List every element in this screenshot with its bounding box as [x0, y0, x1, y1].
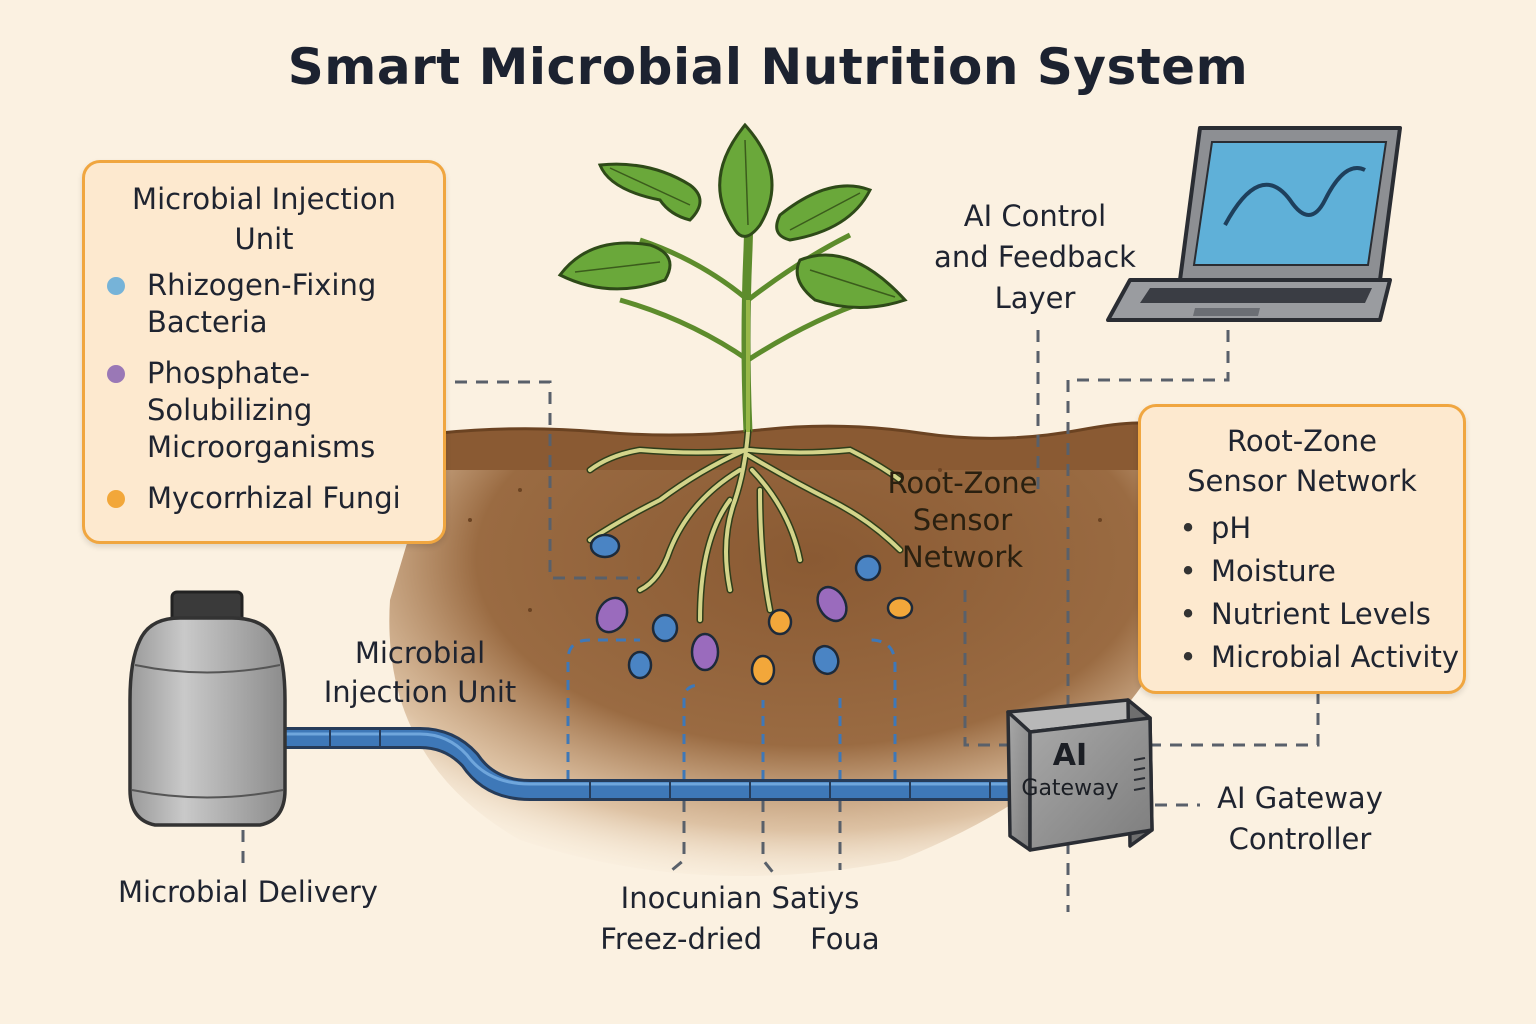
- legend-item-rhizogen: Rhizogen-Fixing Bacteria: [99, 267, 443, 341]
- sensor-item: • Moisture: [1165, 550, 1463, 593]
- ai-control-label-line1: AI Control: [963, 199, 1107, 233]
- legend-label-line: Bacteria: [147, 305, 268, 339]
- dashed-connectors: [241, 330, 1320, 912]
- inoculant-label-freeze-dried: Freez-dried: [600, 922, 763, 956]
- legend-label-line: Microorganisms: [147, 430, 376, 464]
- root-zone-label: Root-Zone Sensor Network: [870, 465, 1055, 576]
- legend-item-phosphate: Phosphate- Solubilizing Microorganisms: [99, 355, 443, 466]
- bullet-icon: •: [1179, 511, 1197, 545]
- ai-control-label-line3: Layer: [994, 281, 1076, 315]
- ai-control-label-line2: and Feedback: [934, 240, 1136, 274]
- gray-dashed-below-pipe: [671, 800, 842, 876]
- orange-dot-icon: [107, 490, 125, 508]
- inoculant-label-foua: Foua: [810, 922, 880, 956]
- root-zone-label-line3: Network: [901, 540, 1024, 574]
- soil-specks: [468, 468, 1102, 612]
- sensor-box-title: Root-Zone Sensor Network: [1141, 407, 1463, 501]
- gateway-device-text: AI Gateway: [1014, 738, 1126, 804]
- plant-icon: [557, 122, 908, 624]
- bullet-icon: •: [1179, 597, 1197, 631]
- sensor-list: • pH • Moisture • Nutrient Levels • Microbia…: [1141, 507, 1463, 679]
- injection-box-title-line1: Microbial Injection: [132, 182, 396, 216]
- injection-box-title: Microbial Injection Unit: [85, 163, 443, 259]
- legend-label-line: Solubilizing: [147, 393, 313, 427]
- sensor-network-box: Root-Zone Sensor Network • pH • Moisture •…: [1138, 404, 1466, 694]
- ai-control-label: AI Control and Feedback Layer: [915, 198, 1155, 317]
- microbial-tank-icon: [128, 590, 287, 827]
- legend-item-mycorrhizal: Mycorrhizal Fungi: [99, 480, 443, 517]
- inoculant-label-line1: Inocunian Satiys: [620, 881, 860, 915]
- sensor-box-title-line2: Sensor Network: [1187, 464, 1417, 498]
- bullet-icon: •: [1179, 640, 1197, 674]
- bullet-icon: •: [1179, 554, 1197, 588]
- blue-dot-icon: [107, 277, 125, 295]
- page-title: Smart Microbial Nutrition System: [287, 38, 1249, 96]
- blue-dashed-connectors: [566, 638, 897, 780]
- purple-dot-icon: [107, 365, 125, 383]
- ai-gateway-controller-line1: AI Gateway: [1217, 781, 1383, 815]
- sensor-item: • Nutrient Levels: [1165, 593, 1463, 636]
- gateway-device-line2: Gateway: [1021, 776, 1119, 801]
- root-zone-label-line2: Sensor: [912, 503, 1013, 537]
- ai-gateway-device-icon: [1006, 698, 1154, 852]
- injection-unit-label-line1: Microbial: [354, 636, 486, 670]
- microbial-delivery-label: Microbial Delivery: [118, 875, 378, 909]
- injection-unit-label: Microbial Injection Unit: [300, 635, 540, 711]
- legend-label-line: Phosphate-: [147, 356, 310, 390]
- injection-unit-box: Microbial Injection Unit Rhizogen-Fixing…: [82, 160, 446, 544]
- sensor-box-title-line1: Root-Zone: [1227, 424, 1377, 458]
- ai-gateway-controller-line2: Controller: [1228, 822, 1372, 856]
- sensor-item-label: Nutrient Levels: [1211, 597, 1431, 631]
- injection-unit-label-line2: Injection Unit: [323, 675, 517, 709]
- laptop-icon: [1106, 126, 1402, 322]
- gateway-device-line1: AI: [1052, 738, 1088, 773]
- delivery-pipe: [282, 727, 1010, 801]
- sensor-item: • pH: [1165, 507, 1463, 550]
- sensor-item-label: Moisture: [1211, 554, 1336, 588]
- microbe-legend: Rhizogen-Fixing Bacteria Phosphate- Solu…: [85, 267, 443, 517]
- inoculant-label-line2: Freez-dried Foua: [560, 921, 920, 958]
- legend-label-line: Rhizogen-Fixing: [147, 268, 377, 302]
- sensor-item-label: pH: [1211, 511, 1252, 545]
- injection-box-title-line2: Unit: [234, 222, 294, 256]
- sensor-item: • Microbial Activity: [1165, 636, 1463, 679]
- root-zone-label-line1: Root-Zone: [887, 466, 1038, 500]
- microbe-particles: [589, 533, 914, 686]
- sensor-item-label: Microbial Activity: [1211, 640, 1460, 674]
- inoculant-label: Inocunian Satiys Freez-dried Foua: [560, 880, 920, 958]
- ai-gateway-controller-label: AI Gateway Controller: [1195, 780, 1405, 858]
- legend-label-line: Mycorrhizal Fungi: [147, 481, 401, 515]
